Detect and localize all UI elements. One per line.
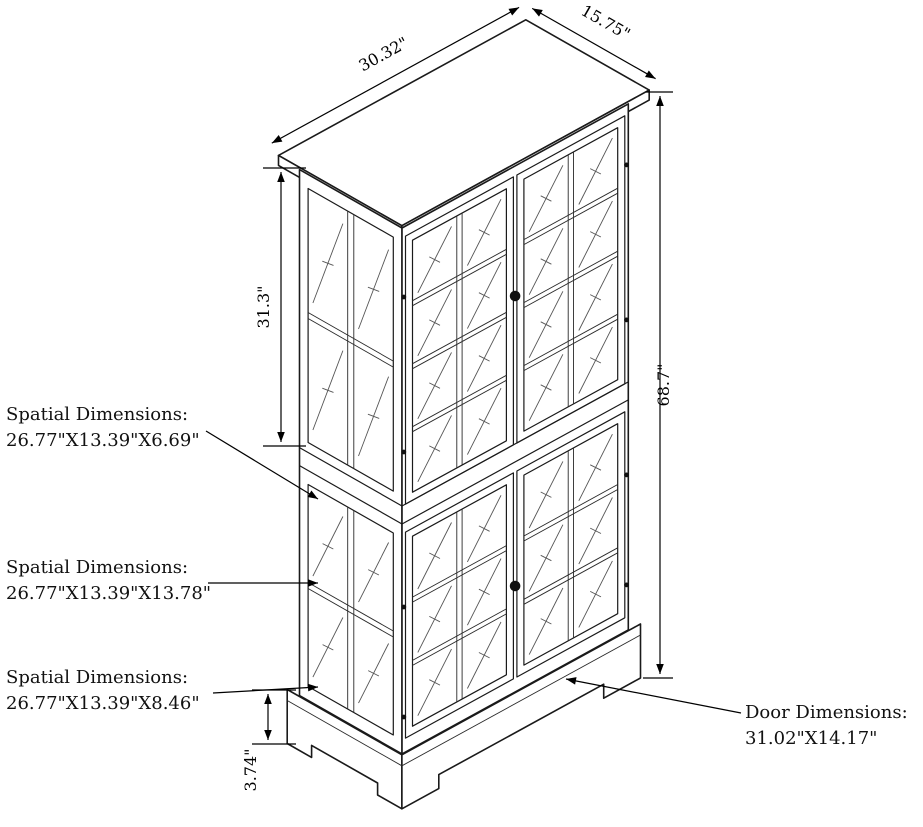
door-knob (509, 580, 521, 592)
door-hinges (401, 162, 629, 720)
cabinet-side-panel (307, 187, 394, 736)
leader-spatial-3 (212, 683, 319, 694)
door-knob (509, 290, 521, 302)
dim-upper-height-label: 31.3" (254, 286, 273, 329)
spatial-3-value: 26.77"X13.39"X8.46" (6, 693, 200, 714)
spatial-3-title: Spatial Dimensions: (6, 667, 189, 688)
cabinet-base (286, 623, 642, 810)
door-knobs (509, 290, 521, 592)
spatial-dimensions-callout-3: Spatial Dimensions: 26.77"X13.39"X8.46" (6, 665, 200, 717)
hinge-dot (624, 582, 629, 588)
spatial-2-value: 26.77"X13.39"X13.78" (6, 583, 212, 604)
door-value: 31.02"X14.17" (745, 728, 878, 749)
hinge-dot (401, 294, 407, 300)
hinge-dot (401, 604, 407, 610)
hinge-dot (401, 449, 407, 455)
leader-spatial-1 (205, 430, 319, 500)
spatial-2-title: Spatial Dimensions: (6, 557, 189, 578)
hinge-dot (624, 162, 629, 168)
spatial-1-title: Spatial Dimensions: (6, 404, 189, 425)
spatial-dimensions-callout-2: Spatial Dimensions: 26.77"X13.39"X13.78" (6, 555, 211, 607)
door-title: Door Dimensions: (745, 702, 908, 723)
dim-base-height-label: 3.74" (241, 749, 260, 792)
dim-depth-label: 15.75" (578, 1, 634, 44)
spatial-1-value: 26.77"X13.39"X6.69" (6, 430, 200, 451)
hinge-dot (401, 714, 407, 720)
cabinet-front-doors (404, 115, 626, 739)
spatial-dimensions-callout-1: Spatial Dimensions: 26.77"X13.39"X6.69" (6, 402, 200, 454)
leader-door (565, 677, 742, 714)
dim-width-label: 30.32" (355, 33, 411, 75)
dim-total-height-label: 68.7" (654, 364, 673, 407)
cabinet-body (298, 103, 630, 755)
door-dimensions-callout: Door Dimensions: 31.02"X14.17" (745, 700, 908, 752)
hinge-dot (624, 317, 629, 323)
hinge-dot (624, 472, 629, 478)
dim-arrow-width (271, 6, 520, 144)
dim-arrow-depth (531, 7, 656, 80)
dimension-lines (205, 6, 742, 745)
